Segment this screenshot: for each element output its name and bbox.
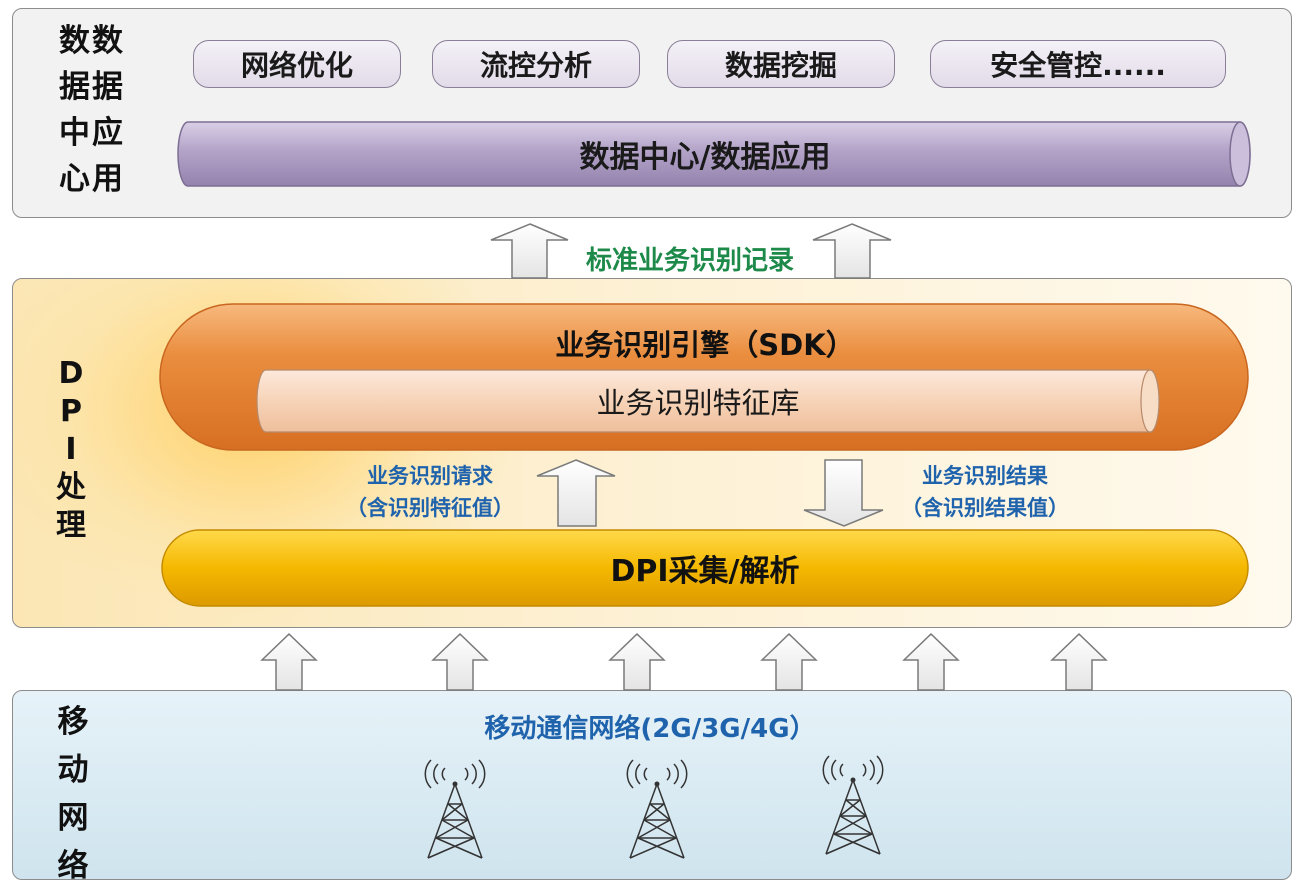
mobile-layer-side-label-line: 网 <box>57 800 91 836</box>
result-note-line: （含识别结果值） <box>901 496 1069 520</box>
app-flow-control-analysis: 流控分析 <box>432 40 640 88</box>
up-arrow-icon <box>490 223 569 279</box>
app-data-mining: 数据挖掘 <box>667 40 895 88</box>
data-center-label: 数据中心/数据应用 <box>579 140 831 175</box>
mobile-network-label: 移动通信网络(2G/3G/4G） <box>484 714 816 744</box>
data-layer-side-label-line: 心用 <box>59 161 125 197</box>
recognition-result-note: 业务识别结果 （含识别结果值） <box>895 460 1075 524</box>
recognition-engine-label: 业务识别引擎（SDK） <box>555 328 855 362</box>
up-arrow-icon <box>260 632 318 691</box>
dpi-layer-side-label-line: 理 <box>56 508 88 543</box>
dpi-layer-side-label: D P I 处 理 <box>44 355 100 545</box>
standard-record-label: 标准业务识别记录 <box>585 246 794 276</box>
up-arrow-icon <box>1050 632 1108 691</box>
up-arrow-icon <box>431 632 489 691</box>
mobile-layer-side-label: 移 动 网 络 <box>44 698 104 890</box>
dpi-layer-side-label-line: D <box>58 356 86 391</box>
feature-library-label: 业务识别特征库 <box>596 386 800 420</box>
down-arrow-icon <box>803 459 884 527</box>
app-network-optimization: 网络优化 <box>193 40 401 88</box>
dpi-layer-side-label-line: I <box>65 432 79 467</box>
dpi-collect-pill <box>161 529 1249 607</box>
up-arrow-icon <box>812 223 892 279</box>
result-note-line: 业务识别结果 <box>922 464 1048 488</box>
feature-library-cylinder <box>256 369 1160 433</box>
request-note-line: （含识别特征值） <box>346 496 514 520</box>
recognition-request-note: 业务识别请求 （含识别特征值） <box>340 460 520 524</box>
data-layer-side-label-line: 据据 <box>59 69 125 105</box>
radio-tower-icon <box>822 755 884 855</box>
mobile-layer-side-label-line: 络 <box>57 848 91 884</box>
dpi-layer-side-label-line: P <box>60 394 84 429</box>
data-layer-side-label-line: 中应 <box>59 115 125 151</box>
up-arrow-icon <box>536 459 616 527</box>
mobile-layer-side-label-line: 动 <box>57 752 91 788</box>
data-layer-side-label-line: 数数 <box>59 23 125 59</box>
mobile-layer-side-label-line: 移 <box>57 704 91 740</box>
data-center-cylinder <box>177 121 1251 187</box>
radio-tower-icon <box>424 759 486 859</box>
radio-tower-icon <box>626 759 688 859</box>
request-note-line: 业务识别请求 <box>367 464 493 488</box>
up-arrow-icon <box>608 632 666 691</box>
dpi-layer-side-label-line: 处 <box>56 470 88 505</box>
up-arrow-icon <box>760 632 818 691</box>
up-arrow-icon <box>902 632 960 691</box>
dpi-collect-label: DPI采集/解析 <box>610 554 800 589</box>
data-layer-side-label: 数数 据据 中应 心用 <box>52 18 132 202</box>
app-security-control: 安全管控...... <box>930 40 1226 88</box>
